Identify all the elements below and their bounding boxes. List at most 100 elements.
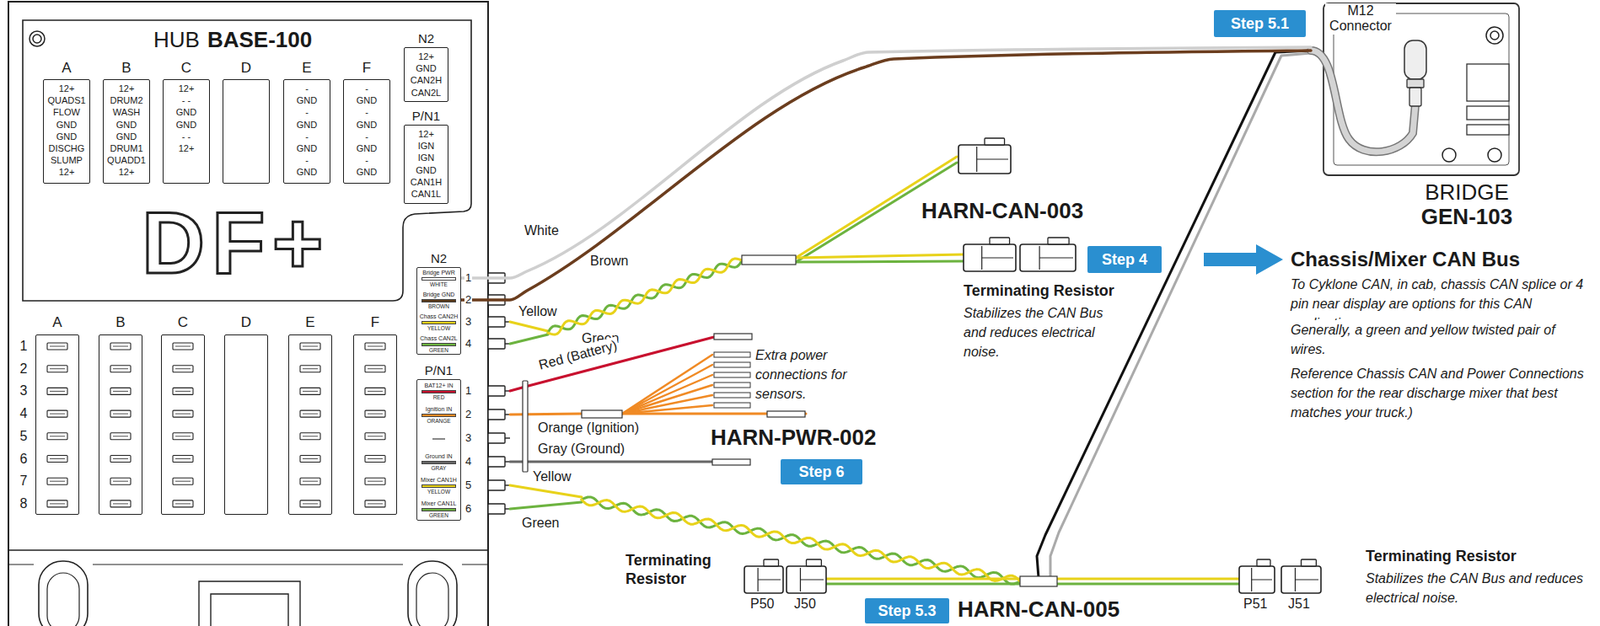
step-text: Step 6 (798, 463, 844, 482)
splice-sleeve (741, 255, 796, 265)
pin-connector: E (288, 334, 333, 516)
connector-label: P/N1 (408, 363, 469, 378)
connector-plug (963, 244, 1016, 272)
wire (510, 413, 582, 415)
mount-hole (1486, 26, 1504, 44)
pin-slot: Chass CAN2LGREEN (417, 333, 461, 356)
pin-slot (47, 365, 68, 373)
pin-slot (365, 500, 386, 508)
connector-letter: F (335, 59, 398, 77)
pin-slot (300, 456, 321, 463)
twisted-pair (547, 258, 742, 335)
wire (510, 502, 582, 510)
pin-slot (365, 387, 386, 395)
pin-slot-line (112, 413, 129, 415)
row-number: 2 (16, 360, 31, 377)
wire (795, 261, 964, 263)
pin-slot: Mixer CAN1LGREEN (417, 498, 461, 522)
pin-function: Ground IN (424, 453, 452, 461)
pin-slot (47, 433, 68, 441)
wire-terminal (767, 411, 806, 418)
pin-slot-line (367, 481, 383, 483)
pin-slot-line (175, 346, 191, 348)
cable-tie (522, 381, 528, 473)
m12-cable (1310, 50, 1416, 152)
pin-slot-line (49, 346, 65, 348)
pin-connector: C (161, 334, 205, 516)
pin-slot-line (175, 413, 191, 415)
connector-letter: E (275, 59, 339, 77)
step-text: Step 5.1 (1230, 15, 1289, 33)
pin-function: Bridge GND (423, 291, 456, 299)
part-name: HARN-CAN-003 (921, 198, 1084, 224)
callout-label: M12 Connector (1325, 3, 1396, 35)
pin-slot: Bridge GNDBROWN (417, 289, 461, 312)
pin-slot-line (49, 503, 65, 505)
pin-list: 12+ QUADS1 FLOW GND GND DISCHG SLUMP 12+ (47, 82, 86, 179)
pin-slot-line (49, 391, 65, 392)
pin-number: 4 (464, 337, 473, 351)
wire-terminal (714, 362, 751, 368)
connector-letter: A (35, 59, 98, 77)
hub-housing: HUBBASE-100A 12+ QUADS1 FLOW GND GND DISC… (8, 1, 489, 626)
row-number: 4 (16, 405, 31, 422)
hub-title-text: HUB (153, 26, 200, 53)
pin-slot (365, 343, 386, 350)
mount-slot (408, 561, 457, 626)
hub-title: HUBBASE-100 (153, 26, 312, 54)
mount-slot (47, 573, 80, 626)
pin-slot-line (367, 346, 383, 348)
pin-slot (172, 365, 194, 373)
row-number: 6 (16, 451, 31, 468)
mount-hole (1490, 31, 1499, 40)
connector-id: J51 (1288, 595, 1311, 613)
pin-connector: B (98, 334, 143, 516)
note-text: Stabilizes the CAN Bus and reduces elect… (1365, 569, 1594, 608)
pin-slot-line (112, 503, 129, 505)
pin-slot (110, 456, 131, 463)
bridge-label-plate (1466, 64, 1509, 102)
connector-letter: B (95, 59, 158, 77)
pin-terminal (488, 409, 505, 420)
wire-color: ORANGE (426, 418, 451, 425)
pin-terminal-line (504, 437, 511, 439)
connector-latch (989, 237, 1010, 245)
pin-slot (365, 477, 386, 485)
step-badge: Step 4 (1087, 246, 1162, 274)
connector-plug (1281, 566, 1321, 594)
pin-number: 5 (464, 478, 473, 493)
connector-letter: B (91, 314, 151, 332)
pin-list: 12+ GND CAN2H CAN2L (410, 50, 442, 99)
wire-terminal (714, 382, 751, 388)
hub-outline (8, 1, 489, 626)
pin-slot (365, 456, 386, 463)
bridge-slot (1466, 124, 1509, 135)
wire-label: Red (Battery) (535, 336, 621, 374)
step-text: Step 4 (1101, 251, 1148, 269)
bridge-module: BRIDGEGEN-103 (1310, 0, 1522, 237)
pin-function: Mixer CAN1H (420, 477, 457, 484)
part-name: HARN-PWR-002 (710, 425, 876, 451)
pin-slot (172, 387, 194, 395)
wire-connector (461, 47, 1311, 279)
pin-number: 2 (464, 293, 473, 307)
pin-slot (365, 410, 386, 418)
pin-slot-line (367, 435, 383, 437)
mount-slot (416, 573, 449, 626)
pin-slot-line (302, 413, 318, 415)
pin-connector: F (353, 334, 398, 516)
pin-slot (172, 477, 194, 485)
connector-plug (786, 566, 827, 594)
pin-slot (300, 343, 321, 350)
pin-slot-line (367, 458, 383, 460)
pin-slot (110, 433, 131, 441)
pin-slot (172, 456, 194, 463)
pin-slot (110, 365, 131, 373)
wire (1057, 578, 1240, 581)
bridge-title-text: GEN-103 (1403, 204, 1531, 230)
pin-slot (110, 410, 131, 418)
splice-sleeve (581, 410, 623, 419)
color-bar (421, 277, 457, 281)
splice-sleeve (1020, 576, 1058, 587)
pin-slot (110, 343, 131, 350)
